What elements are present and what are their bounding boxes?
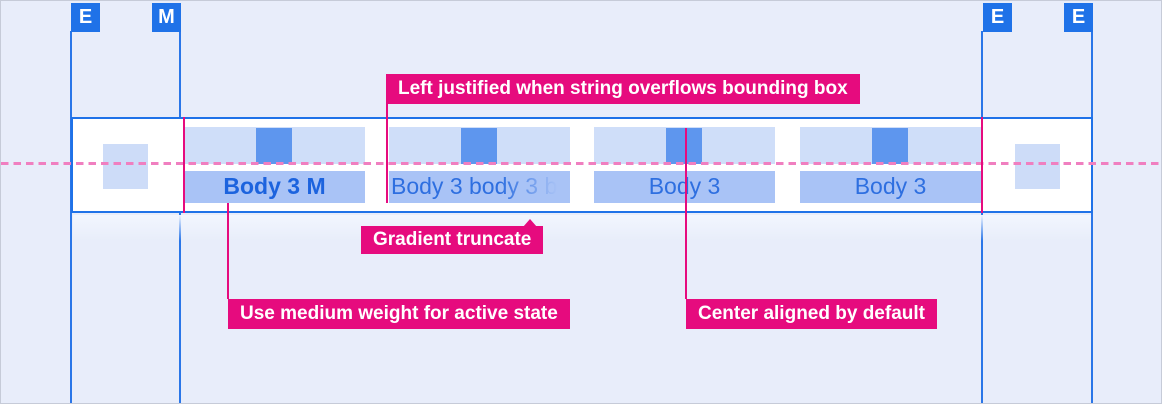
left-edge-placeholder-square [103, 144, 148, 189]
tab-label: Body 3 [648, 173, 721, 199]
annotation-gradient-truncate: Gradient truncate [361, 219, 544, 254]
annotation-left-justified: Left justified when string overflows bou… [386, 74, 860, 104]
tab-label-row: Body 3 body 3 b [389, 171, 570, 203]
medium-weight-connector-line [227, 203, 229, 299]
left-justified-connector-line [386, 104, 388, 203]
right-edge-placeholder-square [1015, 144, 1060, 189]
annotation-center-aligned: Center aligned by default [686, 299, 937, 329]
tab-label-row: Body 3 M [184, 171, 365, 203]
tab-bar-shadow [73, 215, 1091, 241]
tab-label: Body 3 M [223, 173, 326, 199]
annotation-gradient-truncate-text: Gradient truncate [373, 229, 532, 250]
spacing-marker-e-right-outer: E [1064, 3, 1093, 32]
gradient-truncate-overlay [500, 171, 570, 203]
center-aligned-connector-line [685, 128, 687, 299]
tab-icon [666, 128, 702, 164]
content-end-boundary-line [981, 117, 983, 213]
spacing-marker-e-left: E [71, 3, 100, 32]
spacing-marker-m: M [152, 3, 181, 32]
annotation-medium-weight: Use medium weight for active state [228, 299, 570, 329]
tab-icon [461, 128, 497, 164]
tab-icon [256, 128, 292, 164]
spacing-marker-e-right-inner: E [983, 3, 1012, 32]
guide-line-right-edge [1091, 31, 1093, 403]
tab-label-row: Body 3 [800, 171, 981, 203]
arrow-up-icon [523, 219, 538, 227]
tab-label-row: Body 3 [594, 171, 775, 203]
guide-line-left-edge [70, 31, 72, 403]
tab-icon [872, 128, 908, 164]
tab-label: Body 3 [854, 173, 927, 199]
content-start-boundary-line [183, 117, 185, 213]
vertical-center-dashed-line [1, 162, 1161, 165]
